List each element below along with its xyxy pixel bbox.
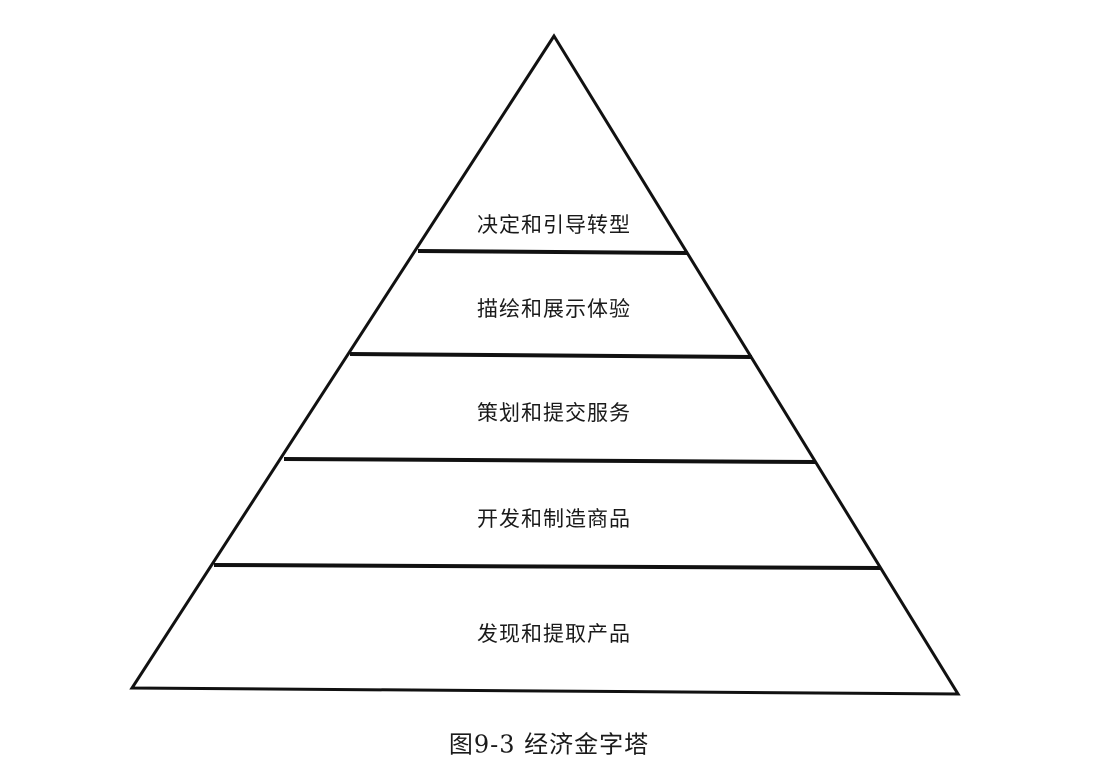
figure-caption: 图9-3 经济金字塔 <box>448 730 650 759</box>
tier-divider-2 <box>349 352 753 359</box>
tier-divider-4 <box>213 563 881 570</box>
tier-divider-1 <box>417 249 689 255</box>
tier-label-experiences: 描绘和展示体验 <box>477 297 631 321</box>
tier-label-commodities: 发现和提取产品 <box>477 622 631 646</box>
pyramid-outline <box>129 33 961 696</box>
tier-label-services: 策划和提交服务 <box>477 401 631 425</box>
tier-label-transformations: 决定和引导转型 <box>477 213 631 237</box>
tier-divider-3 <box>283 457 817 464</box>
tier-label-goods: 开发和制造商品 <box>477 507 631 531</box>
